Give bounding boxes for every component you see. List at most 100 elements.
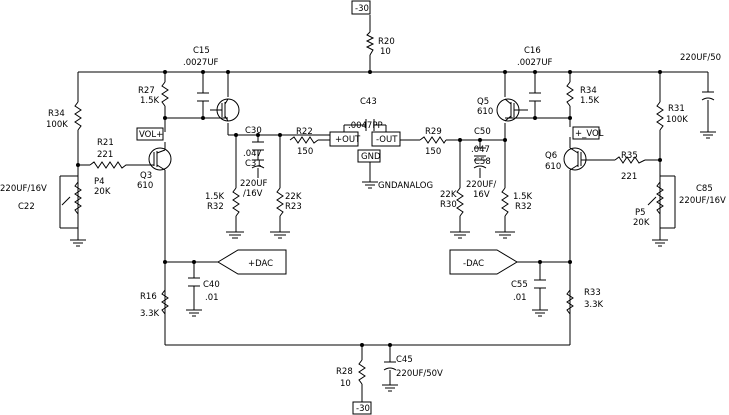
c43-value: .0047PP <box>348 121 383 131</box>
r31-value: 100K <box>666 115 688 125</box>
p5-ref: P5 <box>635 208 646 218</box>
r32-right-value: 1.5K <box>513 192 533 202</box>
resistor-r20 <box>365 31 375 56</box>
c30-value: .047 <box>243 149 262 159</box>
q6-ref: Q6 <box>545 151 557 161</box>
capacitor-c45 <box>383 361 397 371</box>
c45-value: 220UF/50V <box>396 369 443 379</box>
r21-ref: R21 <box>97 138 114 148</box>
r35-ref: R35 <box>621 151 638 161</box>
c31-value: 220UF <box>240 179 267 189</box>
vol-plus-label: VOL+ <box>139 130 163 140</box>
capacitor-c40 <box>188 277 200 287</box>
c43-ref: C43 <box>360 97 377 107</box>
resistor-r35 <box>614 156 646 164</box>
capacitor-c55 <box>534 279 546 289</box>
resistor-r32-left <box>232 187 240 217</box>
capacitor-c15 <box>197 92 209 102</box>
rail-top-box: -30 <box>351 0 371 15</box>
gnd-box-label: GND <box>361 152 381 162</box>
capacitor-c50 <box>474 147 486 157</box>
resistor-r23 <box>276 187 284 217</box>
p5-value: 20K <box>633 218 650 228</box>
rail-top-label: -30 <box>355 4 369 14</box>
r22-value: 150 <box>297 147 313 157</box>
potentiometer-p5 <box>656 181 664 215</box>
rail-bottom-box: -30 <box>352 401 372 415</box>
q3-value: 610 <box>137 181 153 191</box>
c31-value2: /16V <box>243 189 263 199</box>
c22-value: 220UF/16V <box>0 184 47 194</box>
r34-right-value: 1.5K <box>580 96 600 106</box>
r34-right-ref: R34 <box>580 86 597 96</box>
resistor-r34-right <box>566 81 574 107</box>
c15-ref: C15 <box>193 46 210 56</box>
r20-ref: R20 <box>378 37 395 47</box>
q6-value: 610 <box>545 162 561 172</box>
c15-value: .0027UF <box>183 58 219 68</box>
r32-left-value: 1.5K <box>205 192 225 202</box>
vol-plus-box: VOL+ <box>136 127 164 141</box>
c58-value: 220UF/ <box>466 180 496 190</box>
component-labels: R20 10 C15 .0027UF C16 .0027UF 220UF/50 … <box>0 37 726 389</box>
resistor-r30 <box>456 187 464 217</box>
rail-bottom-label: -30 <box>356 404 370 414</box>
r16-ref: R16 <box>140 292 157 302</box>
r30-value: 22K <box>440 190 457 200</box>
r27-ref: R27 <box>138 86 155 96</box>
r30-ref: R30 <box>440 200 457 210</box>
resistors <box>61 31 664 385</box>
dac-minus-flag: -DAC <box>449 249 518 275</box>
r32-right-ref: R32 <box>515 202 532 212</box>
capacitor-c43 <box>365 119 375 131</box>
wiring <box>59 15 716 402</box>
capacitor-top-right <box>701 91 715 101</box>
resistor-r21 <box>89 161 132 169</box>
gnd-analog-label: GNDANALOG <box>378 181 433 191</box>
transistor-q5-left <box>210 98 240 122</box>
c58-ref: C58 <box>474 157 491 167</box>
r28-ref: R28 <box>336 367 353 377</box>
r31-ref: R31 <box>668 104 685 114</box>
r23-ref: R23 <box>285 202 302 212</box>
out-plus-box: +OUT <box>329 131 361 147</box>
r20-value: 10 <box>380 47 391 57</box>
transistor-q6 <box>563 147 588 171</box>
transistor-q3 <box>148 147 172 171</box>
c58-value2: 16V <box>473 190 490 200</box>
c45-ref: C45 <box>396 355 413 365</box>
resistor-r34-left <box>74 101 82 131</box>
resistor-r28 <box>358 359 366 385</box>
capacitor-c31 <box>251 159 265 169</box>
resistor-r33 <box>566 289 574 315</box>
capacitors <box>188 91 715 371</box>
r29-ref: R29 <box>425 127 442 137</box>
c55-ref: C55 <box>511 280 528 290</box>
r34-left-ref: R34 <box>48 109 65 119</box>
vol-plus-right-label: +_VOL <box>575 129 604 139</box>
r29-value: 150 <box>425 147 441 157</box>
c40-ref: C40 <box>203 280 220 290</box>
r21-value: 221 <box>97 150 113 160</box>
out-minus-label: -OUT <box>376 135 398 145</box>
p4-ref: P4 <box>94 177 105 187</box>
c40-value: .01 <box>205 293 219 303</box>
transistor-q5 <box>496 98 528 122</box>
resistor-r22 <box>289 136 319 144</box>
potentiometer-p4 <box>74 181 82 215</box>
resistor-r32-right <box>501 187 509 217</box>
c30-ref: C30 <box>245 126 262 136</box>
q3-ref: Q3 <box>140 171 152 181</box>
c16-value: .0027UF <box>517 58 553 68</box>
r22-ref: R22 <box>296 127 313 137</box>
r32-left-ref: R32 <box>207 202 224 212</box>
c85-ref: C85 <box>696 184 713 194</box>
c16-ref: C16 <box>524 46 541 56</box>
r16-value: 3.3K <box>140 309 160 319</box>
r28-value: 10 <box>340 379 351 389</box>
capacitor-c16 <box>529 92 541 102</box>
r35-value: 221 <box>621 172 637 182</box>
c50-ref: C50 <box>474 127 491 137</box>
resistor-r31 <box>656 101 664 131</box>
